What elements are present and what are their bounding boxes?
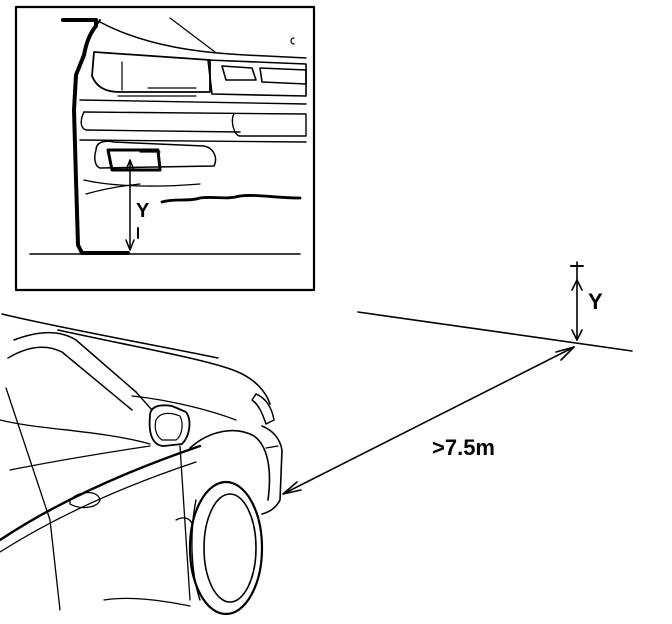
inset-bumper-lower xyxy=(80,111,241,133)
car-hood-crease xyxy=(131,395,237,421)
car-tire-sidewall xyxy=(191,499,201,601)
car-belt-line xyxy=(9,445,151,471)
car-roof-line xyxy=(1,313,219,359)
height-arrow-top xyxy=(571,279,583,291)
inset-frame xyxy=(14,5,316,292)
distance-arrow-wall xyxy=(555,346,575,361)
car-wheel-arch xyxy=(189,429,271,501)
inset-grille xyxy=(207,59,307,97)
inset-bumper-strip xyxy=(83,111,307,137)
car-headlight xyxy=(251,393,275,425)
inset-fender-tip xyxy=(95,19,101,27)
height-y-label: Y xyxy=(588,289,603,314)
inset-headlight xyxy=(91,51,211,93)
car-window-line xyxy=(0,419,151,445)
aim-wall-line xyxy=(357,311,633,352)
distance-label: >7.5m xyxy=(432,435,495,460)
height-arrow-bottom xyxy=(571,329,583,341)
inset-valance-2 xyxy=(85,183,141,195)
inset-hood-line xyxy=(99,21,307,59)
car-side-mirror xyxy=(148,404,191,447)
inset-emblem-mark xyxy=(290,37,295,45)
car-hood-edge xyxy=(57,329,271,405)
main-scene: Y >7.5m xyxy=(0,261,633,616)
car-front-wheel xyxy=(188,480,264,616)
car-illustration xyxy=(0,313,283,616)
inset-fog-recess xyxy=(94,140,217,169)
distance-dimension-line xyxy=(282,346,575,495)
car-wheel-rim xyxy=(203,493,257,603)
inset-bumper-top xyxy=(79,99,307,105)
inset-y-label: Y xyxy=(136,200,150,222)
car-side-marker xyxy=(175,517,193,525)
car-door-handle xyxy=(69,491,101,509)
car-front-bumper xyxy=(261,425,283,515)
car-fender-seam xyxy=(179,445,191,601)
car-mirror-glass xyxy=(154,412,183,441)
car-a-pillar xyxy=(13,331,137,393)
distance-arrow-car xyxy=(282,481,302,495)
car-side-molding-lower xyxy=(0,461,197,553)
car-bumper-line xyxy=(265,445,279,449)
car-windshield-base xyxy=(7,346,133,411)
inset-y-arrow-top xyxy=(125,159,135,171)
inset-detail: Y xyxy=(14,5,316,292)
car-door-edge xyxy=(5,387,61,611)
car-mirror-mount xyxy=(135,391,153,411)
inset-hood-crease xyxy=(169,17,216,53)
inset-grille-slot-1 xyxy=(221,65,257,81)
inset-fog-lamp xyxy=(106,148,162,172)
inset-bumper-line xyxy=(79,139,307,143)
car-sill-line xyxy=(103,597,191,607)
inset-valance xyxy=(83,179,201,187)
inset-shadow-line xyxy=(160,194,302,204)
inset-grille-slot-2 xyxy=(259,67,307,85)
car-side-molding xyxy=(0,444,202,542)
inset-y-arrow-bottom xyxy=(125,239,135,251)
inset-fender-edge xyxy=(61,18,130,255)
